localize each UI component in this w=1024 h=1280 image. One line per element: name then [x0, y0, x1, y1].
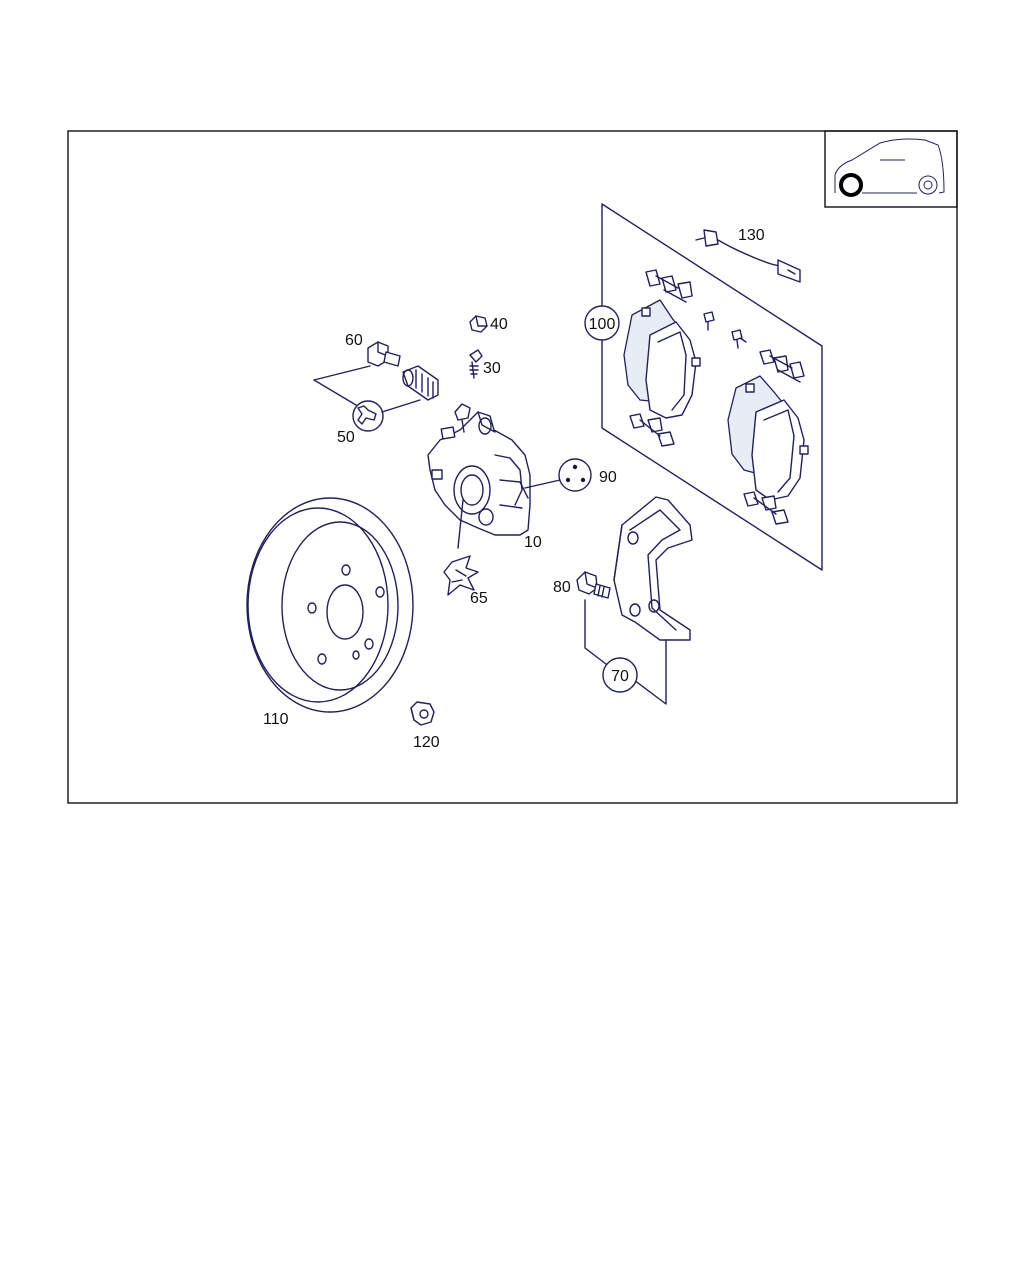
brake-pad-right [727, 375, 809, 501]
wear-sensor [695, 229, 801, 283]
bleed-cap [469, 315, 488, 333]
pad-clips-bottom-left [629, 413, 675, 447]
label-130: 130 [738, 227, 765, 244]
label-100: 100 [589, 316, 616, 333]
pad-clips-top-left [645, 269, 693, 303]
label-90: 90 [599, 469, 617, 486]
label-60: 60 [345, 332, 363, 349]
car-rear-wheel-icon [824, 130, 958, 208]
label-10: 10 [524, 534, 542, 551]
label-110: 110 [263, 711, 289, 728]
pad-screws [703, 311, 747, 349]
caliper-carrier [613, 496, 693, 641]
label-65: 65 [470, 590, 488, 607]
brake-pad-set [601, 203, 823, 571]
label-120: 120 [413, 734, 440, 751]
bleed-screw [469, 349, 483, 379]
callout-100 [584, 305, 620, 341]
label-30: 30 [483, 360, 501, 377]
brake-caliper [427, 403, 561, 549]
label-70: 70 [611, 668, 629, 685]
wrench-icon [313, 365, 421, 432]
label-50: 50 [337, 429, 355, 446]
guide-bolt [367, 341, 439, 401]
diagram-frame [67, 130, 958, 804]
carrier-bolt [576, 571, 611, 599]
disc-screw [410, 701, 435, 726]
label-40: 40 [490, 316, 508, 333]
grease-icon [558, 458, 592, 492]
callout-70 [602, 657, 638, 693]
pad-clips-top-right [759, 349, 805, 383]
callout-leader-70 [584, 599, 667, 705]
brake-pad-left [623, 299, 701, 419]
brake-disc [246, 497, 414, 713]
pad-clips-bottom-right [743, 491, 789, 525]
label-80: 80 [553, 579, 571, 596]
retaining-spring [443, 555, 479, 596]
